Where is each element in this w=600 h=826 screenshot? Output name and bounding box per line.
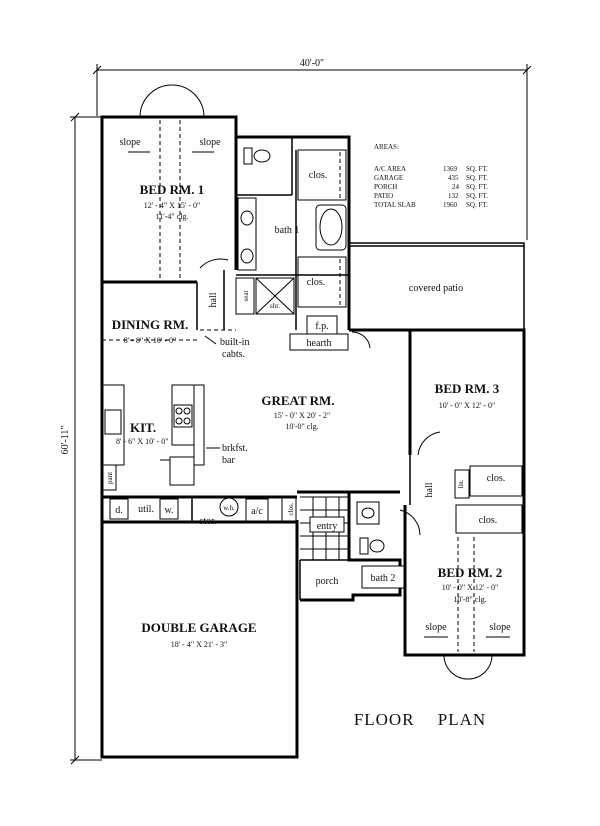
- water-heater-label: w.h.: [223, 504, 235, 512]
- area-row-unit: SQ. FT.: [466, 174, 488, 182]
- storage-label: stor.: [200, 516, 217, 527]
- slope-label: slope: [425, 622, 447, 633]
- plan-title: FLOOR PLAN: [354, 710, 486, 729]
- area-row-unit: SQ. FT.: [466, 183, 488, 191]
- great-ceiling: 10'-0" clg.: [285, 422, 318, 431]
- area-row-label: GARAGE: [374, 174, 403, 182]
- area-row-label: TOTAL SLAB: [374, 201, 416, 209]
- bed1-ceiling: 11'-4" clg.: [156, 212, 189, 221]
- area-row-value: 1369: [443, 165, 458, 173]
- garage-dims: 18' - 4" X 21' - 3": [171, 640, 228, 649]
- covered-patio: covered patio: [351, 283, 463, 349]
- areas-heading: AREAS:: [374, 143, 399, 151]
- area-row-label: A/C AREA: [374, 165, 406, 173]
- entry-area: entry porch bath 2: [300, 496, 405, 589]
- kitchen: KIT. 8' - 6" X 10' - 0" brkfst. bar pant: [101, 384, 248, 491]
- hall-label: hall: [208, 292, 219, 307]
- dining-room: DINING RM. 8' - 8" X 10' - 0" built-in c…: [102, 282, 249, 360]
- slope-label: slope: [119, 137, 141, 148]
- area-row-unit: SQ. FT.: [466, 165, 488, 173]
- garage-name: DOUBLE GARAGE: [141, 620, 256, 635]
- overall-width-label: 40'-0": [300, 58, 324, 69]
- bed-room-1: slope slope BED RM. 1 12' - 4" X 15' - 0…: [119, 84, 229, 280]
- closet-label: clos.: [487, 473, 506, 484]
- entry-label: entry: [317, 521, 338, 532]
- utility-area: d. w. util. stor. w.h. a/c clos.: [109, 496, 297, 527]
- bath-1-suite: bath 1 clos. clos. shr. seat hall: [208, 137, 349, 330]
- double-garage: DOUBLE GARAGE 18' - 4" X 21' - 3": [141, 620, 256, 649]
- bed1-name: BED RM. 1: [140, 182, 205, 197]
- kitchen-name: KIT.: [130, 420, 156, 435]
- covered-patio-label: covered patio: [409, 283, 463, 294]
- slope-label: slope: [199, 137, 221, 148]
- ac-label: a/c: [251, 506, 263, 517]
- area-row-value: 1960: [443, 201, 458, 209]
- dining-name: DINING RM.: [112, 317, 189, 332]
- bed2-name: BED RM. 2: [438, 565, 503, 580]
- porch-label: porch: [316, 576, 339, 587]
- breakfast-label: brkfst.: [222, 443, 248, 454]
- bed1-dims: 12' - 4" X 15' - 0": [144, 201, 201, 210]
- bar-label: bar: [222, 455, 235, 466]
- area-row-value: 132: [448, 192, 459, 200]
- bath2-label: bath 2: [371, 573, 396, 584]
- closet-label: clos.: [309, 170, 328, 181]
- fireplace: f.p. hearth: [289, 315, 349, 351]
- great-room: GREAT RM. 15' - 0" X 20' - 2" 10'-0" clg…: [261, 393, 334, 431]
- fireplace-label: f.p.: [315, 321, 328, 332]
- kitchen-dims: 8' - 6" X 10' - 0": [116, 437, 169, 446]
- bath1-name: bath 1: [275, 225, 300, 236]
- bed-room-2: BED RM. 2 10' - 0" X 12' - 0" 10'-8" clg…: [399, 509, 511, 680]
- utility-label: util.: [138, 504, 154, 515]
- area-row-value: 24: [452, 183, 460, 191]
- dryer-label: d.: [115, 505, 123, 516]
- hall-label: hall: [424, 482, 435, 497]
- cabinets-label: cabts.: [222, 349, 245, 360]
- closet-label: clos.: [287, 502, 295, 515]
- depth-dimension: 60'-11": [60, 112, 102, 765]
- great-name: GREAT RM.: [261, 393, 334, 408]
- seat-label: seat: [242, 291, 250, 302]
- width-dimension: 40'-0": [92, 58, 532, 240]
- exterior-walls: [100, 115, 526, 759]
- area-row-unit: SQ. FT.: [466, 192, 488, 200]
- area-row-unit: SQ. FT.: [466, 201, 488, 209]
- built-in-label: built-in: [220, 337, 249, 348]
- bed3-dims: 10' - 0" X 12' - 0": [439, 401, 496, 410]
- bed3-name: BED RM. 3: [435, 381, 500, 396]
- pantry-label: pant: [106, 472, 114, 484]
- dining-dims: 8' - 8" X 10' - 0": [124, 336, 177, 345]
- area-row-label: PATIO: [374, 192, 393, 200]
- closet-label: clos.: [307, 277, 326, 288]
- washer-label: w.: [164, 505, 173, 516]
- bed2-dims: 10' - 0" X 12' - 0": [442, 583, 499, 592]
- area-row-label: PORCH: [374, 183, 397, 191]
- linen-label: lin.: [457, 479, 465, 488]
- bed-room-3: BED RM. 3 10' - 0" X 12' - 0" hall lin. …: [409, 381, 523, 534]
- hearth-label: hearth: [307, 338, 332, 349]
- overall-depth-label: 60'-11": [60, 426, 71, 455]
- bed2-ceiling: 10'-8" clg.: [453, 595, 486, 604]
- shower-label: shr.: [270, 302, 280, 310]
- area-row-value: 435: [448, 174, 459, 182]
- closet-label: clos.: [479, 515, 498, 526]
- areas-table: AREAS: A/C AREA 1369 SQ. FT. GARAGE 435 …: [374, 143, 488, 209]
- slope-label: slope: [489, 622, 511, 633]
- great-dims: 15' - 0" X 20' - 2": [274, 411, 331, 420]
